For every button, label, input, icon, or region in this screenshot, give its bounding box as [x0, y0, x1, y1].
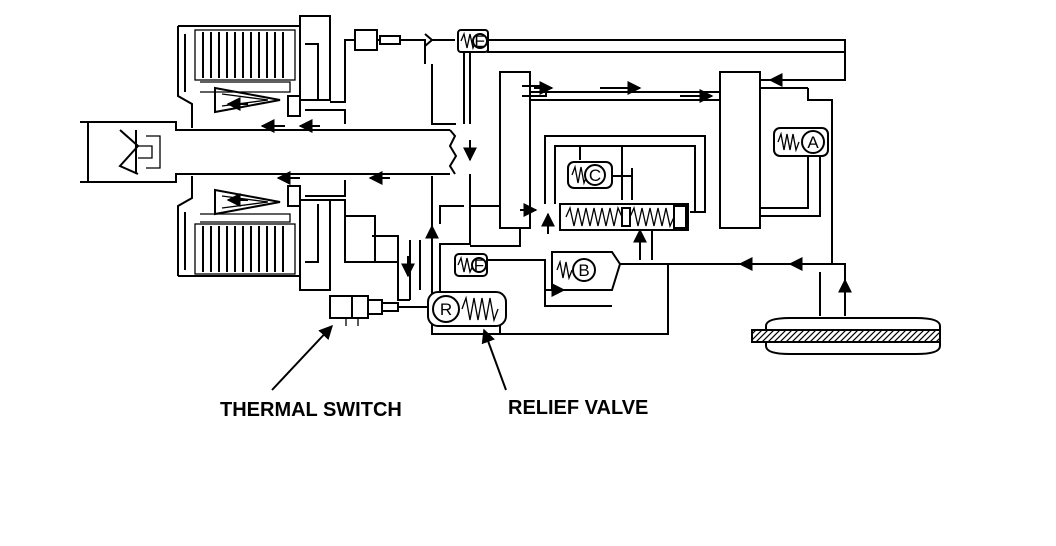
valve-e-label: E — [474, 32, 485, 51]
clutch-pistons — [214, 43, 346, 263]
thermal-switch — [329, 295, 430, 326]
relief-valve-callout: RELIEF VALVE — [508, 397, 648, 419]
bottom-port-block — [345, 215, 410, 301]
valve-c: C — [567, 161, 613, 189]
flow-arrows — [226, 73, 852, 300]
left-spool-block — [499, 71, 720, 229]
thermal-switch-callout: THERMAL SWITCH — [220, 399, 402, 421]
valve-a-label: A — [807, 133, 819, 152]
reservoir — [751, 317, 941, 355]
relief-valve-label: R — [440, 300, 452, 319]
clutch-housing — [177, 15, 426, 291]
relief-valve: R — [427, 291, 507, 327]
fluid-passages — [409, 39, 846, 335]
lower-clutch-pack — [194, 213, 296, 275]
right-spool-block — [719, 71, 821, 229]
spool-spring-assembly — [559, 203, 689, 260]
inner-circuit — [544, 135, 706, 213]
valve-b-label: B — [578, 261, 589, 280]
drive-shaft — [80, 121, 458, 183]
valve-a: A — [773, 127, 829, 157]
valve-b: B — [551, 251, 622, 291]
valve-c-label: C — [589, 166, 601, 185]
valve-f-label: F — [474, 256, 484, 275]
valve-f: F — [454, 253, 488, 277]
callout-leaders — [271, 324, 507, 391]
valve-e: E — [457, 29, 489, 53]
upper-clutch-pack — [194, 29, 296, 93]
top-plunger — [354, 29, 434, 51]
